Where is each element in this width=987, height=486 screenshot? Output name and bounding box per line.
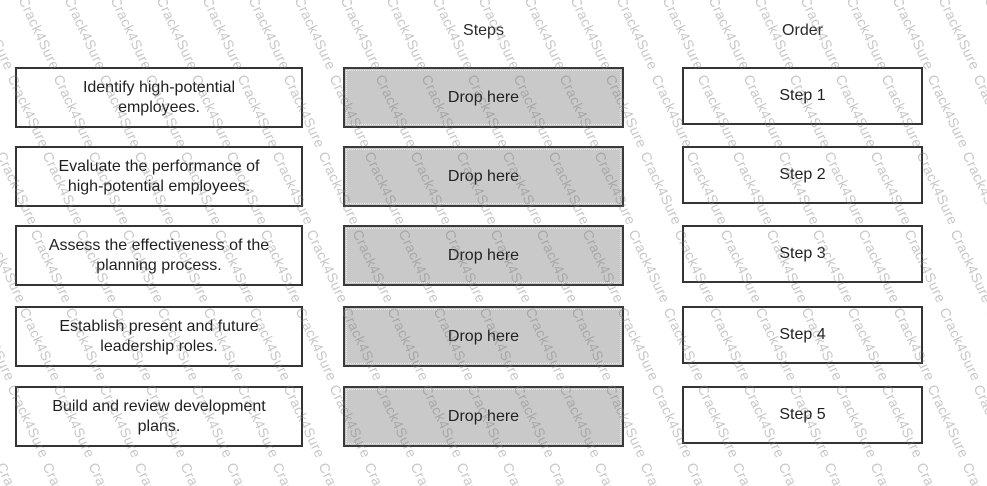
order-step-2: Step 2: [682, 146, 923, 204]
watermark-text: Crack4Sure: [959, 149, 987, 228]
watermark-text: Crack4Sure: [153, 0, 202, 73]
drop-zone-5[interactable]: Drop here: [343, 386, 624, 447]
order-step-label: Step 4: [779, 326, 826, 343]
source-item-label: employees.: [118, 98, 200, 116]
watermark-text: Crack4Sure: [361, 460, 409, 486]
source-item-label: Identify high-potential: [82, 78, 236, 96]
watermark-text: Crack4Sure: [499, 460, 547, 486]
watermark-text: Crack4Sure: [970, 382, 987, 461]
watermark-text: Crack4Sure: [867, 460, 915, 486]
watermark-text: Crack4Sure: [0, 460, 41, 486]
watermark-text: Crack4Sure: [729, 460, 777, 486]
order-step-label: Step 1: [779, 87, 826, 104]
order-column-header: Order: [782, 22, 823, 39]
watermark-text: Crack4Sure: [625, 226, 674, 306]
source-item-assess[interactable]: Assess the effectiveness of the planning…: [15, 225, 303, 286]
watermark-text: Crack4Sure: [39, 460, 87, 486]
watermark-text: Crack4Sure: [924, 71, 973, 150]
order-step-5: Step 5: [682, 386, 923, 444]
watermark-text: Crack4Sure: [0, 0, 18, 73]
order-step-label: Step 3: [779, 245, 826, 262]
order-step-1: Step 1: [682, 67, 923, 125]
watermark-text: Crack4Sure: [107, 0, 156, 73]
watermark-text: Crack4Sure: [913, 460, 961, 486]
watermark-text: Crack4Sure: [936, 304, 985, 383]
watermark-text: Crack4Sure: [0, 382, 7, 461]
watermark-text: Crack4Sure: [591, 460, 639, 486]
watermark-text: Crack4Sure: [131, 460, 179, 486]
order-step-label: Step 5: [779, 406, 826, 423]
drop-zone-label: Drop here: [447, 246, 520, 264]
watermark-text: Crack4Sure: [981, 0, 987, 73]
watermark-text: Crack4Sure: [947, 226, 987, 306]
drop-zone-3[interactable]: Drop here: [343, 225, 624, 286]
drop-zone-4[interactable]: Drop here: [343, 306, 624, 367]
source-item-label: Build and review development: [52, 397, 266, 415]
source-item-evaluate[interactable]: Evaluate the performance of high-potenti…: [15, 146, 303, 207]
watermark-text: Crack4Sure: [85, 460, 133, 486]
drop-zone-label: Drop here: [447, 88, 520, 106]
source-item-label: planning process.: [96, 256, 222, 274]
watermark-text: Crack4Sure: [683, 460, 731, 486]
watermark-text: Crack4Sure: [982, 304, 987, 383]
source-item-build[interactable]: Build and review development plans.: [15, 386, 303, 447]
drop-zone-1[interactable]: Drop here: [343, 67, 624, 128]
drop-zone-label: Drop here: [447, 167, 520, 185]
source-item-label: Assess the effectiveness of the: [48, 236, 270, 254]
drop-zone-2[interactable]: Drop here: [343, 146, 624, 207]
order-step-3: Step 3: [682, 225, 923, 283]
watermark-text: Crack4Sure: [407, 460, 455, 486]
watermark-text: Crack4Sure: [199, 0, 248, 73]
watermark-text: Crack4Sure: [15, 0, 64, 73]
source-item-identify[interactable]: Identify high-potential employees.: [15, 67, 303, 128]
order-step-4: Step 4: [682, 306, 923, 364]
watermark-text: Crack4Sure: [291, 0, 340, 73]
steps-column-header: Steps: [463, 22, 504, 39]
watermark-text: Crack4Sure: [315, 460, 363, 486]
source-item-establish[interactable]: Establish present and future leadership …: [15, 306, 303, 367]
source-item-label: high-potential employees.: [67, 177, 251, 195]
watermark-text: Crack4Sure: [223, 460, 271, 486]
source-item-label: leadership roles.: [100, 337, 218, 355]
drop-zone-label: Drop here: [447, 327, 520, 345]
watermark-text: Crack4Sure: [0, 71, 7, 150]
order-step-label: Step 2: [779, 166, 826, 183]
source-item-label: Evaluate the performance of: [58, 157, 260, 175]
watermark-text: Crack4Sure: [177, 460, 225, 486]
watermark-text: Crack4Sure: [269, 460, 317, 486]
watermark-text: Crack4Sure: [935, 0, 984, 73]
watermark-text: Crack4Sure: [821, 460, 869, 486]
watermark-text: Crack4Sure: [61, 0, 110, 73]
watermark-text: Crack4Sure: [637, 149, 685, 228]
watermark-text: Crack4Sure: [959, 460, 987, 486]
watermark-text: Crack4Sure: [453, 460, 501, 486]
drop-zone-label: Drop here: [447, 407, 520, 425]
source-item-label: Establish present and future: [59, 317, 259, 335]
watermark-text: Crack4Sure: [924, 382, 973, 461]
watermark-text: Crack4Sure: [637, 460, 685, 486]
watermark-text: Crack4Sure: [245, 0, 294, 73]
watermark-text: Crack4Sure: [970, 71, 987, 150]
watermark-text: Crack4Sure: [545, 460, 593, 486]
watermark-text: Crack4Sure: [775, 460, 823, 486]
source-item-label: plans.: [137, 417, 181, 435]
